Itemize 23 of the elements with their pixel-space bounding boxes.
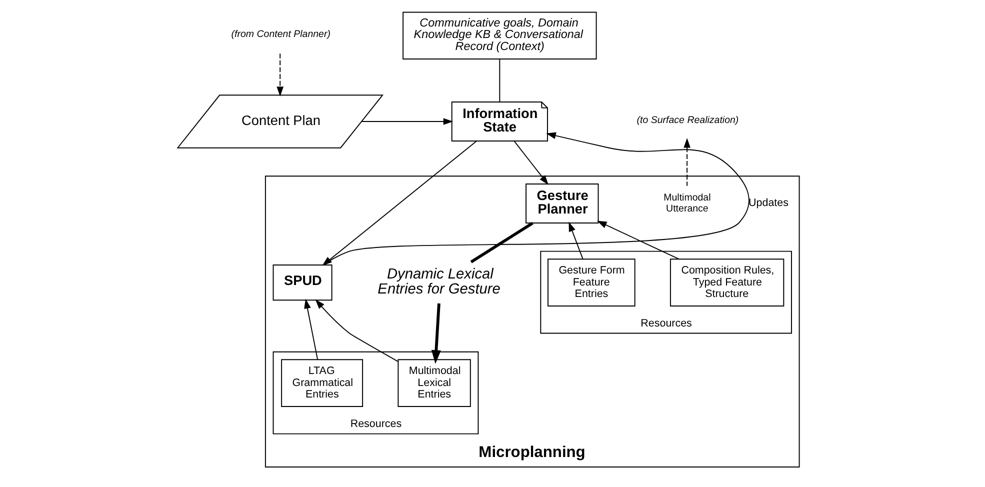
arrow: [276, 53, 284, 96]
arrow: [568, 222, 584, 260]
arrow: [361, 118, 454, 125]
arrow: [514, 140, 548, 185]
arrow: [597, 220, 680, 260]
node-text: Dynamic Lexical Entries for Gesture: [378, 266, 500, 298]
node-box: LTAG Grammatical Entries: [281, 359, 364, 407]
node-box: Gesture Planner: [526, 183, 599, 224]
connector: [499, 58, 500, 102]
node-box: Composition Rules, Typed Feature Structure: [670, 258, 784, 306]
node-text: (from Content Planner): [231, 29, 330, 40]
node-text: (to Surface Realization): [636, 114, 739, 126]
node-box: Gesture Form Feature Entries: [548, 258, 636, 306]
arrow: [684, 138, 690, 186]
node-box: Communicative goals, Domain Knowledge KB & Conversational Record (Context): [402, 12, 597, 60]
arrow: [304, 298, 318, 360]
connector: [470, 222, 534, 264]
node-box: Multimodal Lexical Entries: [398, 359, 471, 407]
arrow: [315, 299, 398, 362]
arrow: [431, 303, 441, 364]
edge-label: Updates: [748, 197, 788, 210]
node-text: Multimodal Utterance: [664, 192, 711, 214]
node-box: SPUD: [272, 264, 332, 301]
